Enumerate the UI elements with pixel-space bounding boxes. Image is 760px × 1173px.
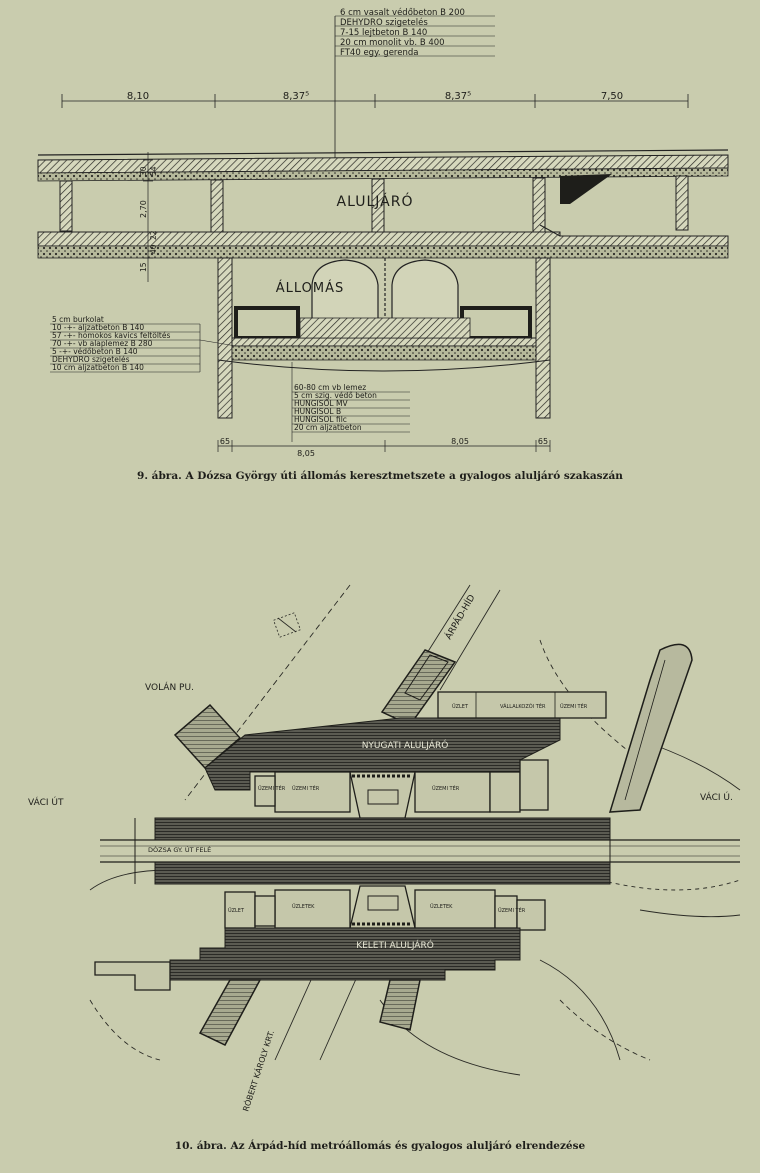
keleti-aluljaro (94, 927, 521, 1046)
label-nyugati: NYUGATI ALULJÁRÓ (362, 739, 449, 751)
left-layer-callout (50, 323, 237, 373)
shop-label-3: ÜZEMI TÉR (560, 702, 588, 710)
dim-left-2: 54 (149, 166, 158, 176)
dim-top-1: 8,10 (127, 91, 149, 102)
figure-9-cross-section: 6 cm vasalt védőbeton B 200 DEHYDRO szig… (37, 7, 729, 458)
shop-label-5: ÜZEMI TÉR (432, 784, 460, 792)
bottom-dimension-line (217, 440, 551, 452)
dim-bottom-1: 65 (220, 437, 230, 446)
stair-south (349, 885, 416, 929)
label-allomas: ÁLLOMÁS (276, 280, 345, 296)
figure-9-caption: 9. ábra. A Dózsa György úti állomás kere… (137, 470, 623, 482)
shop-label-7: ÜZLETEK (292, 903, 315, 910)
bottom-layer-5: HUNGISOL filc (294, 415, 347, 424)
label-vaci-ut-right: VÁCI Ú. (700, 791, 733, 803)
shop-label-9: ÜZEMI TÉR (498, 906, 526, 914)
bottom-layer-3: HUNGISOL MV (294, 399, 348, 408)
label-track: DÓZSA GY. ÚT FELÉ (148, 845, 211, 854)
bottom-layer-4: HUNGISOL B (294, 407, 341, 416)
dim-left-4: 15 (139, 262, 148, 272)
northeast-corridor (608, 643, 693, 813)
top-layer-2: DEHYDRO szigetelés (340, 17, 428, 28)
left-layer-6: DEHYDRO szigetelés (52, 355, 130, 364)
shop-label-1: ÜZLET (452, 703, 469, 710)
dim-bottom-3: 8,05 (451, 437, 469, 446)
station-base-slab (217, 317, 551, 372)
top-layer-callout: 6 cm vasalt védőbeton B 200 DEHYDRO szig… (334, 7, 495, 168)
bottom-layer-1: 60-80 cm vb lemez (294, 383, 366, 392)
shop-label-8: ÜZLETEK (430, 903, 453, 910)
shop-label-4: ÜZEMI TÉR (292, 784, 320, 792)
label-keleti: KELETI ALULJÁRÓ (356, 939, 434, 951)
left-layer-4: 70 -+- vb alaplemez B 280 (52, 339, 153, 348)
dim-top-4: 7,50 (601, 91, 623, 102)
station-rooms-south (224, 889, 546, 931)
station-rooms-north (254, 759, 549, 813)
top-layer-5: FT40 egy. gerenda (340, 48, 418, 58)
dim-bottom-4: 65 (538, 437, 548, 446)
left-layer-7: 10 cm aljzatbeton B 140 (52, 363, 144, 372)
aluljaro-floor-slab (37, 224, 729, 259)
volan-entrance (173, 703, 242, 770)
dim-bottom-2: 8,05 (297, 449, 315, 458)
station-vaults (311, 258, 459, 338)
dim-left-6: 22 (149, 230, 158, 240)
dim-left-3: 2,70 (139, 200, 148, 218)
figure-10-caption: 10. ábra. Az Árpád-híd metróállomás és g… (174, 1140, 586, 1152)
top-dimension-line (61, 94, 689, 108)
top-layer-1: 6 cm vasalt védőbeton B 200 (340, 7, 465, 18)
top-layer-3: 7-15 lejtbeton B 140 (340, 28, 427, 38)
label-vaci-ut-left: VÁCI ÚT (28, 796, 64, 808)
shop-label-6: ÜZEMI TÉR (258, 784, 286, 792)
label-volan-pu: VOLÁN PU. (145, 681, 194, 693)
left-layer-1: 5 cm burkolat (52, 315, 104, 324)
dim-left-1: 30 (139, 166, 148, 176)
platform-tracks (100, 817, 740, 885)
left-layer-5: 5 -+- védőbeton B 140 (52, 347, 138, 356)
upper-columns (59, 175, 689, 233)
label-arpad-hid: ÁRPÁD-HÍD (442, 592, 477, 641)
station-walls (217, 257, 551, 419)
dim-top-3: 8,37⁵ (445, 91, 471, 102)
left-layer-3: 57 -+- homokos kavics feltöltés (52, 331, 170, 340)
stair-north (349, 771, 416, 819)
dim-left-5: 40 (149, 244, 158, 254)
left-layer-2: 10 -+- aljzatbeton B 140 (52, 323, 144, 332)
left-dimension-line (143, 152, 153, 282)
bottom-layer-2: 5 cm szig. védő beton (294, 391, 377, 400)
roof-slab (37, 149, 729, 182)
label-robert-karoly: RÓBERT KÁROLY KRT. (239, 1029, 276, 1113)
dim-top-2: 8,37⁵ (283, 91, 309, 102)
bottom-layer-callout (291, 362, 410, 442)
label-aluljaro: ALULJÁRÓ (337, 192, 414, 210)
map-symbol-box (273, 612, 301, 638)
shop-label-2: VÁLLALKOZÓI TÉR (500, 702, 546, 710)
top-layer-4: 20 cm monolit vb. B 400 (340, 38, 445, 48)
bottom-layer-6: 20 cm aljzatbeton (294, 423, 362, 432)
haunch (560, 174, 612, 204)
shop-label-10: ÜZLET (228, 907, 245, 914)
